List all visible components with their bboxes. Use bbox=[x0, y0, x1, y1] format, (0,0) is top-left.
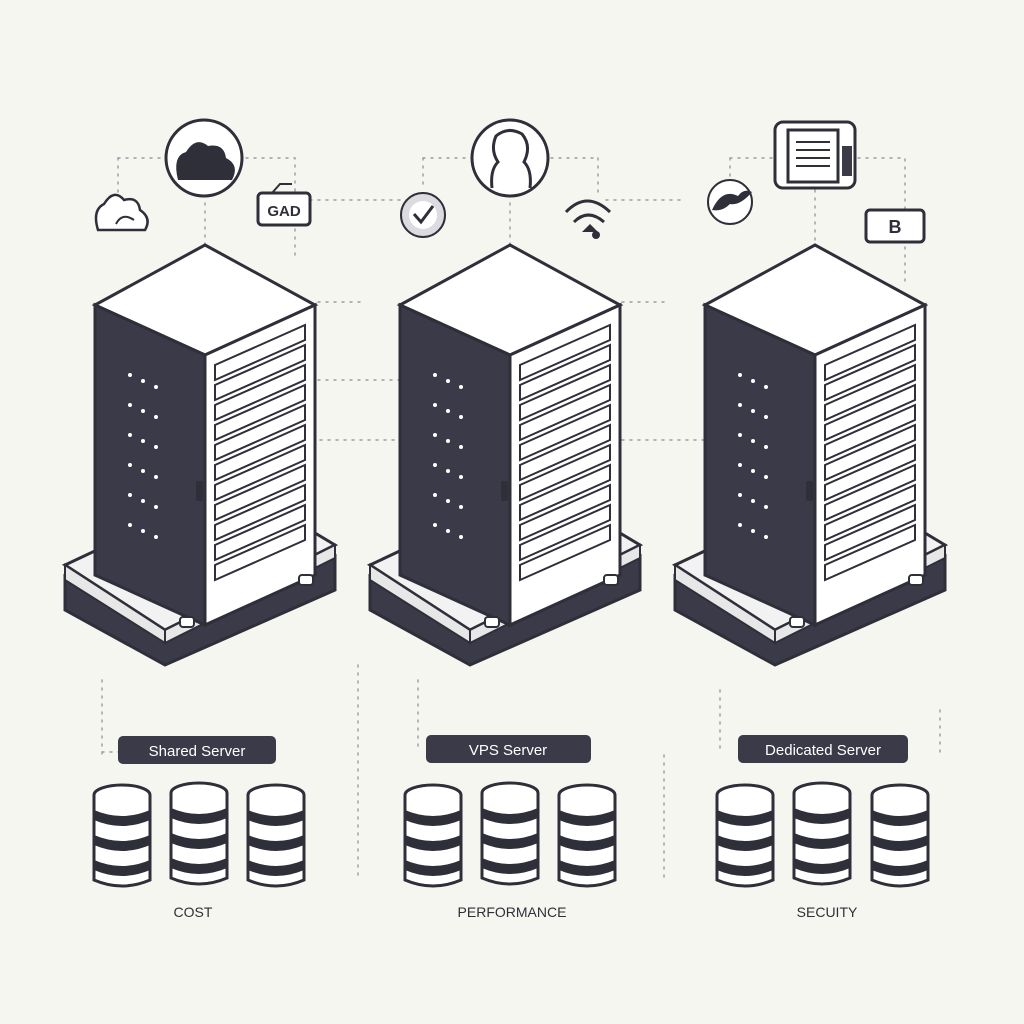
shared-database-stacks bbox=[92, 781, 306, 888]
database-icon bbox=[403, 783, 463, 888]
database-icon bbox=[92, 783, 152, 888]
performance-label: PERFORMANCE bbox=[458, 904, 567, 920]
badge-icon-text: B bbox=[889, 217, 902, 237]
database-icon bbox=[480, 781, 540, 886]
shared-server-label-text: Shared Server bbox=[149, 743, 246, 760]
column-1-icons: GAD bbox=[94, 118, 312, 232]
tag-icon: GAD bbox=[256, 183, 312, 227]
badge-icon: B bbox=[864, 208, 926, 244]
check-icon bbox=[400, 192, 446, 238]
user-icon bbox=[470, 118, 550, 198]
vps-server-rack bbox=[368, 243, 642, 667]
column-2-icons bbox=[400, 118, 612, 239]
security-label: SECUITY bbox=[797, 904, 858, 920]
dedicated-server-label-text: Dedicated Server bbox=[765, 742, 881, 759]
cloud-small-icon bbox=[94, 193, 149, 232]
dedicated-server-rack bbox=[673, 243, 947, 667]
shared-server-label: Shared Server bbox=[118, 736, 276, 764]
database-icon bbox=[715, 783, 775, 888]
document-icon bbox=[773, 120, 857, 190]
database-icon bbox=[792, 781, 852, 886]
dedicated-database-stacks bbox=[715, 781, 930, 888]
vps-database-stacks bbox=[403, 781, 617, 888]
cost-label: COST bbox=[174, 904, 213, 920]
dedicated-server-label: Dedicated Server bbox=[738, 735, 908, 763]
wifi-icon bbox=[564, 199, 612, 239]
shared-server-rack bbox=[63, 243, 337, 667]
bird-icon bbox=[707, 179, 753, 225]
cloud-icon bbox=[164, 118, 244, 198]
vps-server-label: VPS Server bbox=[426, 735, 591, 763]
column-3-icons: B bbox=[707, 120, 926, 244]
database-icon bbox=[246, 783, 306, 888]
vps-server-label-text: VPS Server bbox=[469, 742, 547, 759]
database-icon bbox=[557, 783, 617, 888]
tag-icon-text: GAD bbox=[267, 203, 301, 220]
database-icon bbox=[169, 781, 229, 886]
database-icon bbox=[870, 783, 930, 888]
